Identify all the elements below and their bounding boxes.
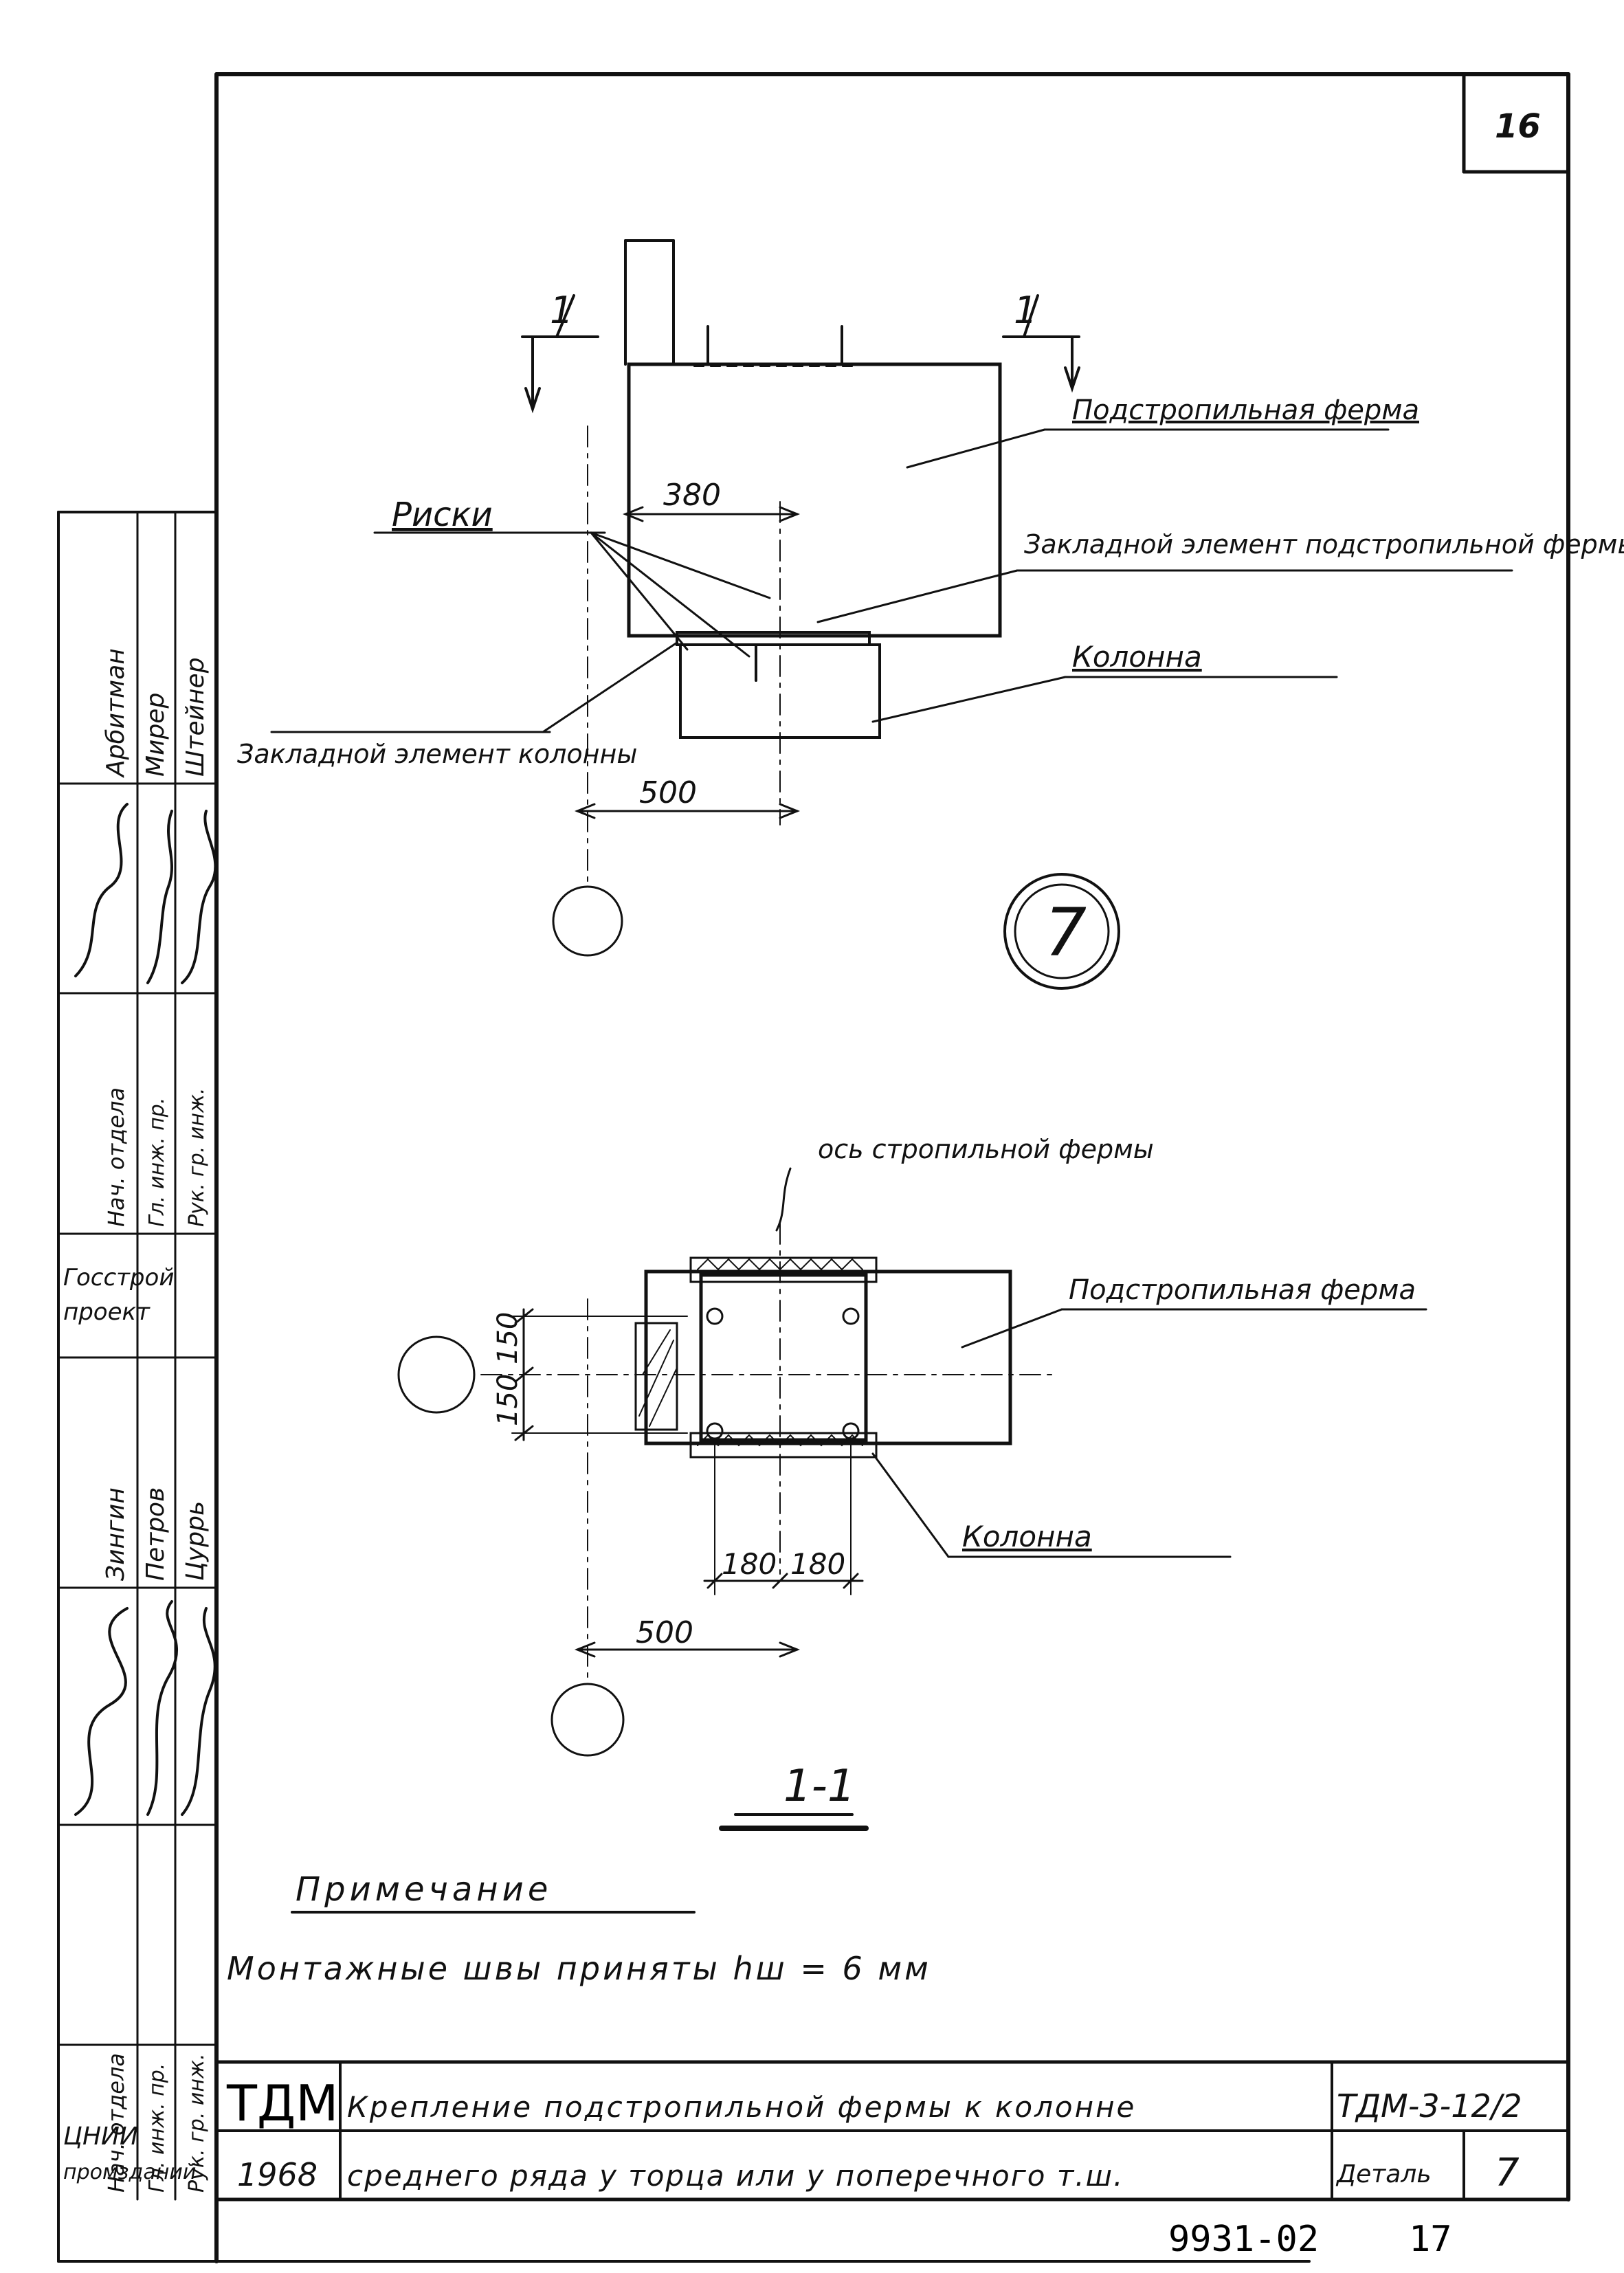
institute-2: промзданий xyxy=(63,2160,196,2184)
stamp-name-2: Мирер xyxy=(142,693,170,777)
signature-4 xyxy=(74,1607,129,1816)
detail-label: Деталь xyxy=(1335,2160,1432,2188)
institute-1: ЦНИИ xyxy=(63,2122,138,2151)
axis-bubble-1 xyxy=(552,885,623,957)
signature-2 xyxy=(146,810,173,984)
section-plan-view: 150 150 180 180 500 ось стропильной ферм… xyxy=(397,1134,1427,1831)
side-stamp: Арбитман Мирер Штейнер Нач. отдела Гл. и… xyxy=(57,511,218,2201)
detail-bubble-inner xyxy=(1014,883,1110,979)
elevation-view: 1 1 380 500 Риски Подстропильная ферма З… xyxy=(237,239,1624,990)
stamp-role-3: Рук. гр. инж. xyxy=(185,1087,209,1227)
note-heading: Примечание xyxy=(296,1870,552,1909)
stamp-name-3: Штейнер xyxy=(181,657,210,777)
stamp-role-2: Гл. инж. пр. xyxy=(145,1098,169,1227)
label-column-bottom: Колонна xyxy=(962,1520,1092,1553)
archive-stamp: 9931-02 17 xyxy=(1168,2219,1452,2260)
label-truss-top: Подстропильная ферма xyxy=(1072,395,1419,426)
signature-3 xyxy=(181,810,217,984)
section-label: 1-1 xyxy=(783,1761,856,1812)
section-mark-right: 1 xyxy=(1014,289,1037,332)
note: Примечание Монтажные швы приняты hш = 6 … xyxy=(227,1870,931,1987)
dim-150-b: 150 xyxy=(492,1374,524,1426)
sheet-frame xyxy=(57,72,1570,2263)
dim-500-top: 500 xyxy=(639,775,697,810)
archive-code: 9931-02 xyxy=(1168,2219,1319,2260)
stamp-name-1: Арбитман xyxy=(102,648,130,778)
signature-6 xyxy=(181,1607,216,1816)
signature-1 xyxy=(74,803,129,977)
page-number-box: 16 xyxy=(1462,72,1570,174)
axis-bubble-3 xyxy=(550,1683,625,1757)
dim-500-bottom: 500 xyxy=(636,1615,693,1650)
year: 1968 xyxy=(237,2156,318,2193)
stamp-role-4: Нач. отдела xyxy=(103,2053,129,2193)
dim-180-b: 180 xyxy=(790,1547,845,1581)
stamp-role-1: Нач. отдела xyxy=(103,1087,129,1227)
stamp-name-4: Зингин xyxy=(102,1487,130,1581)
stamp-name-6: Цуррь xyxy=(181,1501,210,1581)
label-embed-truss: Закладной элемент подстропильной фермы xyxy=(1024,529,1624,559)
detail-bubble-outer xyxy=(1003,873,1120,990)
label-risks: Риски xyxy=(392,496,493,534)
stamp-org-1: Госстрой xyxy=(63,1264,174,1291)
stamp-role-6: Рук. гр. инж. xyxy=(185,2053,209,2193)
note-text: Монтажные швы приняты hш = 6 мм xyxy=(227,1950,931,1987)
axis-bubble-2 xyxy=(397,1335,476,1414)
dim-150-a: 150 xyxy=(492,1312,524,1364)
signature-5 xyxy=(146,1600,178,1816)
page-number: 16 xyxy=(1495,107,1541,146)
archive-page: 17 xyxy=(1409,2219,1452,2260)
label-embed-column: Закладной элемент колонны xyxy=(237,739,637,769)
title-block: ТДМ 1968 ЦНИИ промзданий Крепление подст… xyxy=(63,2060,1570,2202)
title-line-2: среднего ряда у торца или у поперечного … xyxy=(347,2159,1124,2193)
stamp-org-2: проект xyxy=(63,1298,151,1326)
org-logo: ТДМ xyxy=(226,2074,338,2132)
detail-value: 7 xyxy=(1495,2151,1520,2195)
stamp-role-5: Гл. инж. пр. xyxy=(145,2063,169,2193)
stamp-name-5: Петров xyxy=(142,1487,170,1581)
label-axis-truss: ось стропильной фермы xyxy=(818,1134,1154,1164)
label-column-top: Колонна xyxy=(1072,640,1202,674)
doc-code: ТДМ-3-12/2 xyxy=(1337,2087,1522,2125)
section-mark-left: 1 xyxy=(550,289,573,332)
detail-number: 7 xyxy=(1045,894,1087,971)
dim-380: 380 xyxy=(663,478,721,513)
dim-180-a: 180 xyxy=(722,1547,777,1581)
title-line-1: Крепление подстропильной фермы к колонне xyxy=(347,2090,1136,2124)
label-truss-bottom: Подстропильная ферма xyxy=(1069,1274,1416,1306)
